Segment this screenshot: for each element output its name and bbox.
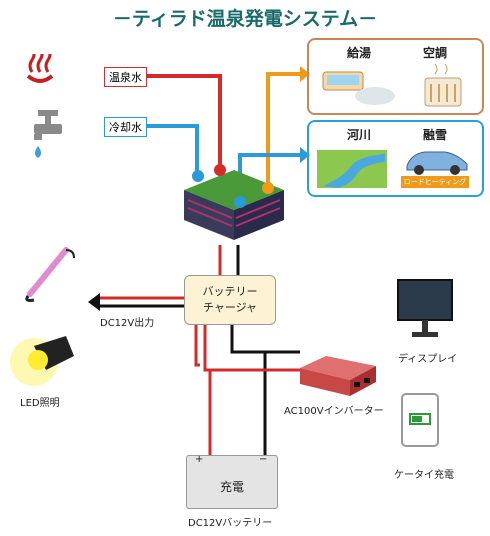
battery-wire-red	[203, 325, 212, 455]
charger-line1: バッテリー	[202, 285, 258, 298]
hot-water-pipe	[140, 74, 222, 165]
hot-supply-label: 給湯	[347, 46, 372, 60]
dc-output-label: DC12V出力	[100, 318, 155, 329]
cold-water-pipe	[140, 124, 199, 172]
thermoelectric-module	[184, 164, 284, 240]
battery-plus: +	[195, 454, 204, 465]
display-label: ディスプレイ	[398, 354, 458, 365]
spotlight-icon	[10, 336, 74, 386]
battery-label: 充電	[219, 480, 244, 494]
battery-caption: DC12Vバッテリー	[188, 518, 273, 529]
battery-charger: バッテリー チャージャ	[184, 275, 276, 325]
river-label: 河川	[347, 128, 372, 142]
warm-water-pipe	[266, 72, 300, 188]
cooling-use-box: 河川 融雪 ロードヒーティング	[307, 120, 484, 197]
led-tube-icon	[25, 247, 75, 302]
hot-spring-icon	[26, 54, 54, 83]
battery-wire-black	[230, 325, 267, 455]
snow-melt-label: 融雪	[423, 128, 448, 142]
smartphone-icon	[401, 393, 439, 447]
battery-minus: −	[259, 454, 268, 465]
inverter-label: AC100Vインバーター	[284, 406, 384, 417]
charger-line2: チャージャ	[202, 301, 258, 314]
monitor-icon	[397, 279, 453, 337]
air-conditioning-label: 空調	[423, 46, 448, 60]
hot-water-label: 温泉水	[104, 67, 147, 87]
heat-use-box: 給湯 空調	[307, 38, 484, 115]
phone-charge-label: ケータイ充電	[394, 470, 454, 481]
led-label: LED照明	[20, 398, 60, 409]
cold-arrow	[300, 147, 310, 163]
faucet-icon	[34, 110, 62, 158]
warm-arrow	[300, 66, 310, 82]
page-title: －ティラド温泉発電システム－	[112, 8, 378, 30]
road-heating-label: ロードヒーティング	[401, 176, 469, 188]
battery-wire-red2	[194, 325, 200, 367]
dc-arrow	[88, 293, 100, 311]
bathtub-icon	[322, 71, 395, 105]
inverter-icon	[300, 356, 376, 396]
river-icon	[317, 150, 387, 188]
cooling-water-label: 冷却水	[104, 117, 147, 137]
heater-icon	[424, 64, 462, 107]
battery: + − 充電	[186, 454, 278, 509]
car-icon	[406, 151, 468, 175]
